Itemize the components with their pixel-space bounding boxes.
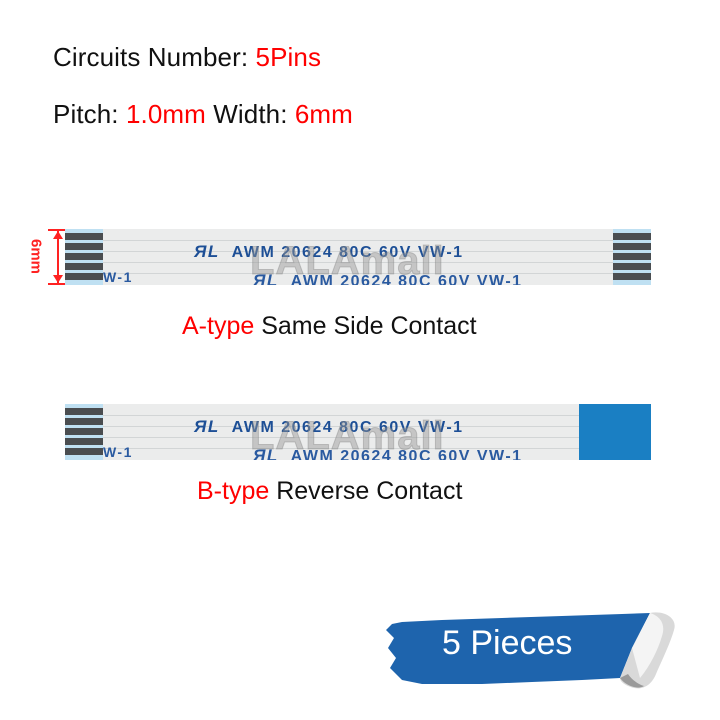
ul-logo-icon: ЯL bbox=[253, 446, 279, 460]
cable-stripe bbox=[65, 251, 651, 252]
quantity-badge: 5 Pieces bbox=[382, 608, 682, 694]
ul-logo-icon: ЯL bbox=[194, 417, 220, 436]
type-label: A-type bbox=[182, 312, 255, 340]
type-description: Reverse Contact bbox=[269, 477, 463, 505]
left-contacts bbox=[65, 404, 103, 460]
pitch-label: Pitch: bbox=[53, 99, 126, 129]
cable-print-bottom: ЯL AWM 20624 80C 60V VW-1 bbox=[253, 271, 523, 285]
left-contacts bbox=[65, 229, 103, 285]
caption-a-type: A-type Same Side Contact bbox=[182, 312, 477, 341]
width-value: 6mm bbox=[294, 99, 353, 129]
pitch-width-spec: Pitch: 1.0mm Width: 6mm bbox=[53, 99, 353, 130]
torn-paper-icon bbox=[386, 612, 675, 689]
arrow-down-icon bbox=[53, 275, 63, 283]
badge-label: 5 Pieces bbox=[442, 624, 573, 662]
cable-stripe bbox=[65, 426, 651, 427]
cable-a-type: W-1 ЯL AWM 20624 80C 60V VW-1 ЯL AWM 206… bbox=[65, 229, 651, 285]
pitch-value: 1.0mm bbox=[125, 99, 206, 129]
width-dimension-marker: 6mm bbox=[27, 229, 68, 285]
right-contacts bbox=[613, 229, 651, 285]
dimension-tick-top bbox=[48, 229, 68, 231]
watermark: LALAmall bbox=[250, 239, 445, 284]
type-description: Same Side Contact bbox=[254, 312, 477, 340]
arrow-up-icon bbox=[53, 231, 63, 239]
blue-stiffener bbox=[579, 404, 651, 460]
cable-print-top: ЯL AWM 20624 80C 60V VW-1 bbox=[194, 242, 464, 261]
ul-logo-icon: ЯL bbox=[194, 242, 220, 261]
watermark: LALAmall bbox=[250, 414, 445, 459]
cable-stripe bbox=[65, 273, 651, 274]
cable-stripe bbox=[65, 240, 651, 241]
caption-b-type: B-type Reverse Contact bbox=[197, 477, 462, 506]
cable-stripe bbox=[65, 448, 651, 449]
cable-print-bottom: ЯL AWM 20624 80C 60V VW-1 bbox=[253, 446, 523, 460]
dimension-label: 6mm bbox=[27, 238, 45, 275]
cable-stripe bbox=[65, 437, 651, 438]
cable-stripe bbox=[65, 415, 651, 416]
cable-print-fragment: W-1 bbox=[103, 269, 133, 285]
cable-b-type: W-1 ЯL AWM 20624 80C 60V VW-1 ЯL AWM 206… bbox=[65, 404, 651, 460]
dimension-line bbox=[57, 231, 59, 283]
type-label: B-type bbox=[197, 477, 270, 505]
cable-print-top: ЯL AWM 20624 80C 60V VW-1 bbox=[194, 417, 464, 436]
circuits-value: 5Pins bbox=[255, 42, 322, 72]
circuits-label: Circuits Number: bbox=[53, 42, 256, 72]
width-label: Width: bbox=[205, 99, 295, 129]
circuits-number-spec: Circuits Number: 5Pins bbox=[53, 42, 321, 73]
cable-print-fragment: W-1 bbox=[103, 444, 133, 460]
dimension-tick-bottom bbox=[48, 283, 68, 285]
cable-stripe bbox=[65, 262, 651, 263]
ul-logo-icon: ЯL bbox=[253, 271, 279, 285]
